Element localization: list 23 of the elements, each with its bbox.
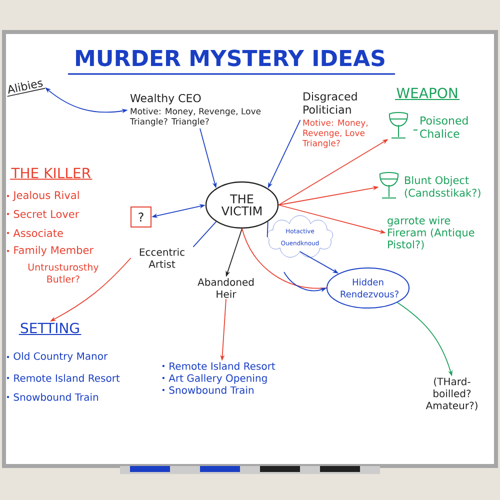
suspect-note: Disgraced Politician Motive: Money, Revenge, Love Triangle? [302, 92, 368, 148]
note-text: (THard-boilled? Amateur?) [426, 378, 478, 410]
suspect-note: Wealthy CEO Motive: Money, Revenge, Love Triangle? Triangle? [130, 94, 261, 126]
list-item: Family Member [14, 246, 94, 256]
section-heading: THE KILLER [11, 168, 91, 178]
list-item: Snowbound Train [14, 393, 98, 401]
list-item: Remote Island Resort [14, 374, 120, 382]
section-heading: WEAPON [396, 88, 458, 98]
list-item: Old Country Manor [14, 352, 108, 362]
note-text: Abandoned Heir [198, 278, 254, 298]
title: MURDER MYSTERY IDEAS [76, 50, 384, 66]
note-text: Untrusturosthy Butler? [28, 263, 99, 283]
note-text: Eccentric Artist [140, 248, 184, 268]
question-box: ? [130, 206, 152, 228]
note-text: Alibies [8, 80, 43, 94]
list-item: Jealous Rival [12, 190, 79, 202]
list-item: Associate [13, 228, 63, 238]
section-heading: SETTING [20, 322, 79, 334]
weapon-item: Blunt Object (Candsstikak?) [380, 172, 480, 198]
list-item: Secret Lover [14, 210, 80, 218]
note-text: garrote wire Fireram (Antique Pistol?) [388, 216, 474, 250]
weapon-item: Poisoned Chalice [389, 112, 468, 138]
setting-list: Remote Island Resort Art Gallery Opening Snowbound Train [168, 362, 276, 394]
